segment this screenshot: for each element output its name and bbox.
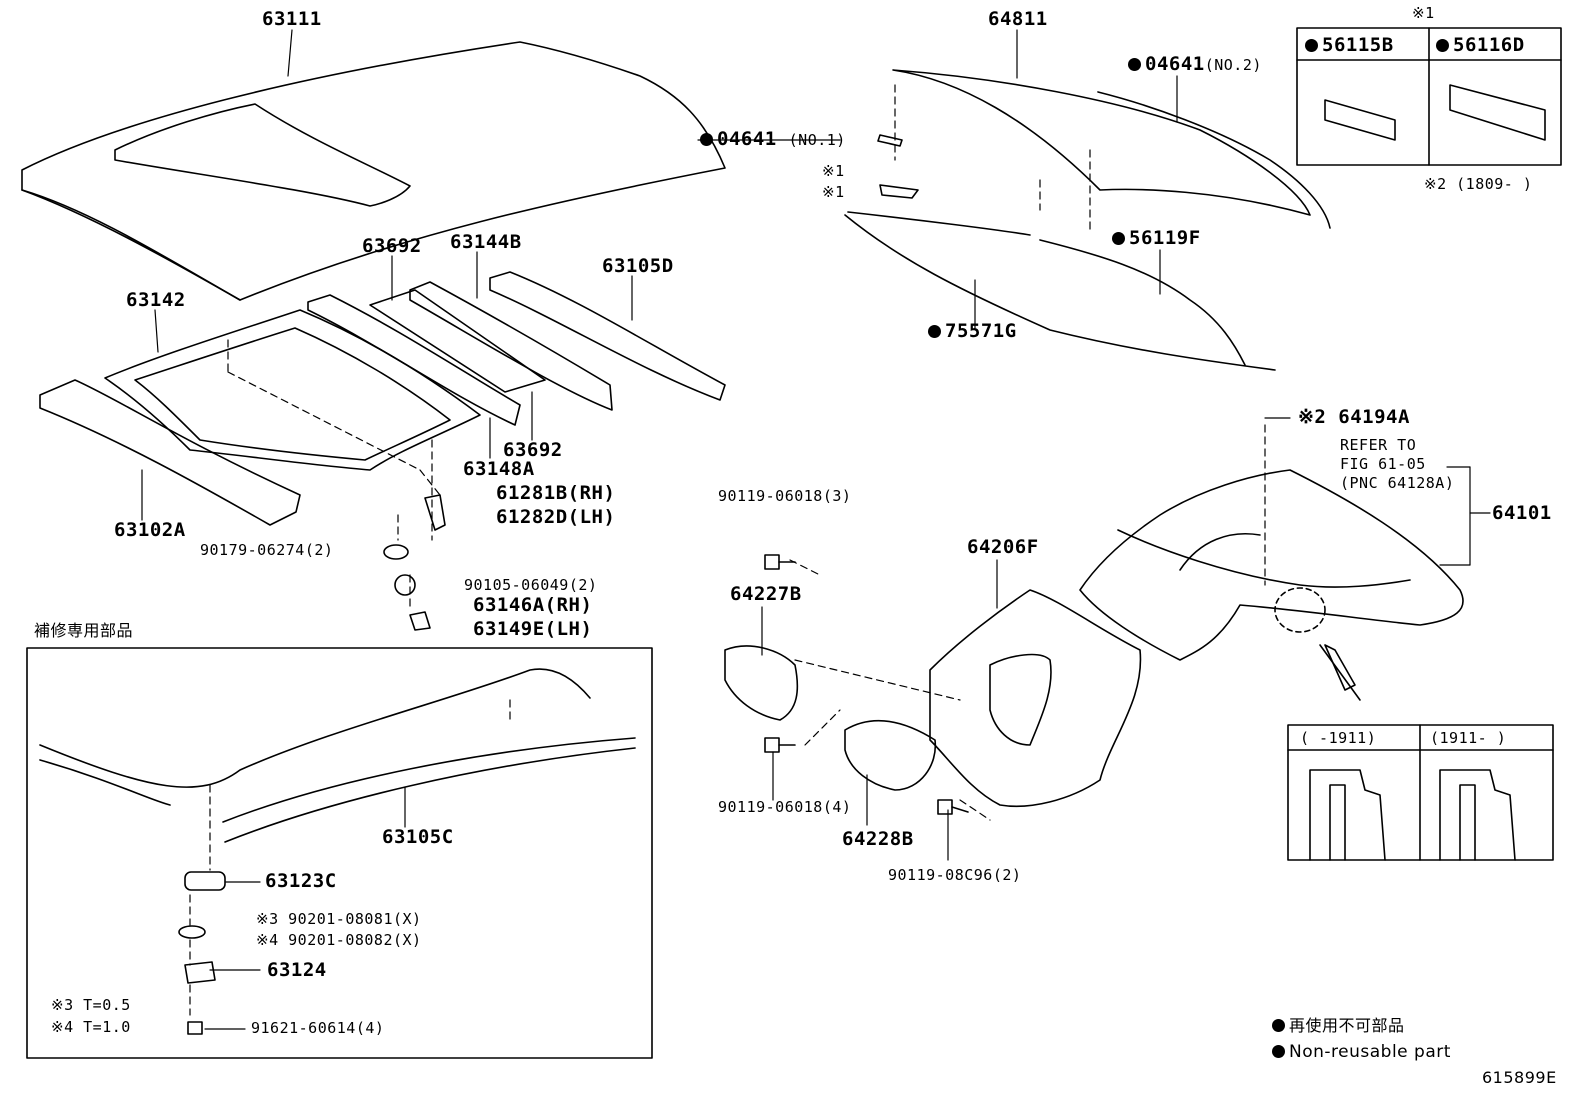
non-reusable-dot-icon xyxy=(1272,1019,1285,1032)
part-label-90179: 90179-06274(2) xyxy=(200,541,334,559)
part-label-56116D: 56116D xyxy=(1436,36,1525,55)
non-reusable-dot-icon xyxy=(1128,58,1141,71)
part-label-64206F: 64206F xyxy=(967,536,1039,558)
legend-japanese: 再使用不可部品 xyxy=(1272,1018,1405,1034)
part-label-63111: 63111 xyxy=(262,8,322,30)
non-reusable-dot-icon xyxy=(1305,39,1318,52)
repair-only-heading: 補修専用部品 xyxy=(34,621,134,640)
part-label-63102A: 63102A xyxy=(114,519,186,541)
part-label-61282D: 61282D(LH) xyxy=(496,506,616,528)
non-reusable-dot-icon xyxy=(928,325,941,338)
non-reusable-dot-icon xyxy=(1436,39,1449,52)
note-2-date: ※2 (1809- ) xyxy=(1424,175,1533,193)
assembly-dashed-lines xyxy=(189,84,1266,1016)
part-label-63692-b: 63692 xyxy=(503,439,563,461)
part-label-56115B: 56115B xyxy=(1305,36,1394,55)
clip-inset-box xyxy=(1296,27,1562,166)
part-label-91621: 91621-60614(4) xyxy=(251,1019,385,1037)
note-3: ※3 T=0.5 xyxy=(51,996,131,1014)
roof-cross-member-1 xyxy=(307,294,521,426)
part-label-63124: 63124 xyxy=(267,959,327,981)
non-reusable-dot-icon xyxy=(700,133,713,146)
note-1b: ※1 xyxy=(822,183,845,201)
note-1-top: ※1 xyxy=(1412,4,1435,22)
refer-line-1: REFER TO xyxy=(1340,436,1417,454)
part-label-04641-no2: 04641(NO.2) xyxy=(1128,55,1262,74)
roof-reinforcement-frame xyxy=(104,309,481,471)
bracket-64227B xyxy=(724,645,799,721)
bolts xyxy=(178,494,969,1035)
repair-roof-detail xyxy=(39,668,636,843)
part-label-63123C: 63123C xyxy=(265,870,337,892)
part-label-63692-a: 63692 xyxy=(362,235,422,257)
legend-english: Non-reusable part xyxy=(1272,1044,1451,1061)
part-label-75571G: 75571G xyxy=(928,322,1017,341)
figure-id: 615899E xyxy=(1482,1068,1557,1087)
roof-cross-member-2 xyxy=(409,281,613,411)
bracket-64228B xyxy=(844,719,937,791)
part-label-64811: 64811 xyxy=(988,8,1048,30)
part-label-63105C: 63105C xyxy=(382,826,454,848)
part-label-63142: 63142 xyxy=(126,289,186,311)
part-label-90119-a: 90119-06018(3) xyxy=(718,487,852,505)
part-label-63105D: 63105D xyxy=(602,255,674,277)
part-label-90119-c: 90119-08C96(2) xyxy=(888,866,1022,884)
part-label-90105: 90105-06049(2) xyxy=(464,576,598,594)
repair-parts-box xyxy=(26,647,653,1059)
leader-lines xyxy=(141,29,1491,1030)
part-label-90119-b: 90119-06018(4) xyxy=(718,798,852,816)
part-label-64227B: 64227B xyxy=(730,583,802,605)
part-label-64101: 64101 xyxy=(1492,502,1552,524)
back-window-glass xyxy=(844,69,1331,371)
detail-left-label: ( -1911) xyxy=(1300,729,1377,747)
part-label-63149E: 63149E(LH) xyxy=(473,618,593,640)
non-reusable-dot-icon xyxy=(1112,232,1125,245)
package-tray-panel xyxy=(1079,469,1464,701)
part-label-63144B: 63144B xyxy=(450,231,522,253)
note-4: ※4 T=1.0 xyxy=(51,1018,131,1036)
part-label-56119F: 56119F xyxy=(1112,229,1201,248)
part-label-61281B: 61281B(RH) xyxy=(496,482,616,504)
part-label-63148A: 63148A xyxy=(463,458,535,480)
part-label-63146A: 63146A(RH) xyxy=(473,594,593,616)
non-reusable-dot-icon xyxy=(1272,1045,1285,1058)
variant-detail-box xyxy=(1287,724,1554,861)
note-1a: ※1 xyxy=(822,162,845,180)
part-label-90201-4: ※4 90201-08082(X) xyxy=(256,931,422,949)
roof-pad-63692 xyxy=(369,289,546,393)
part-label-64194A: ※2 64194A xyxy=(1298,406,1410,428)
part-label-04641-no1: 04641 (NO.1) xyxy=(700,130,846,149)
refer-line-2: FIG 61-05 xyxy=(1340,455,1426,473)
part-label-64228B: 64228B xyxy=(842,828,914,850)
rear-inner-panel xyxy=(929,589,1142,808)
roof-cross-member-3 xyxy=(489,271,726,401)
front-header-panel xyxy=(39,379,301,526)
refer-line-3: (PNC 64128A) xyxy=(1340,474,1455,492)
detail-right-label: (1911- ) xyxy=(1430,729,1507,747)
roof-panel xyxy=(21,41,726,301)
part-label-90201-3: ※3 90201-08081(X) xyxy=(256,910,422,928)
